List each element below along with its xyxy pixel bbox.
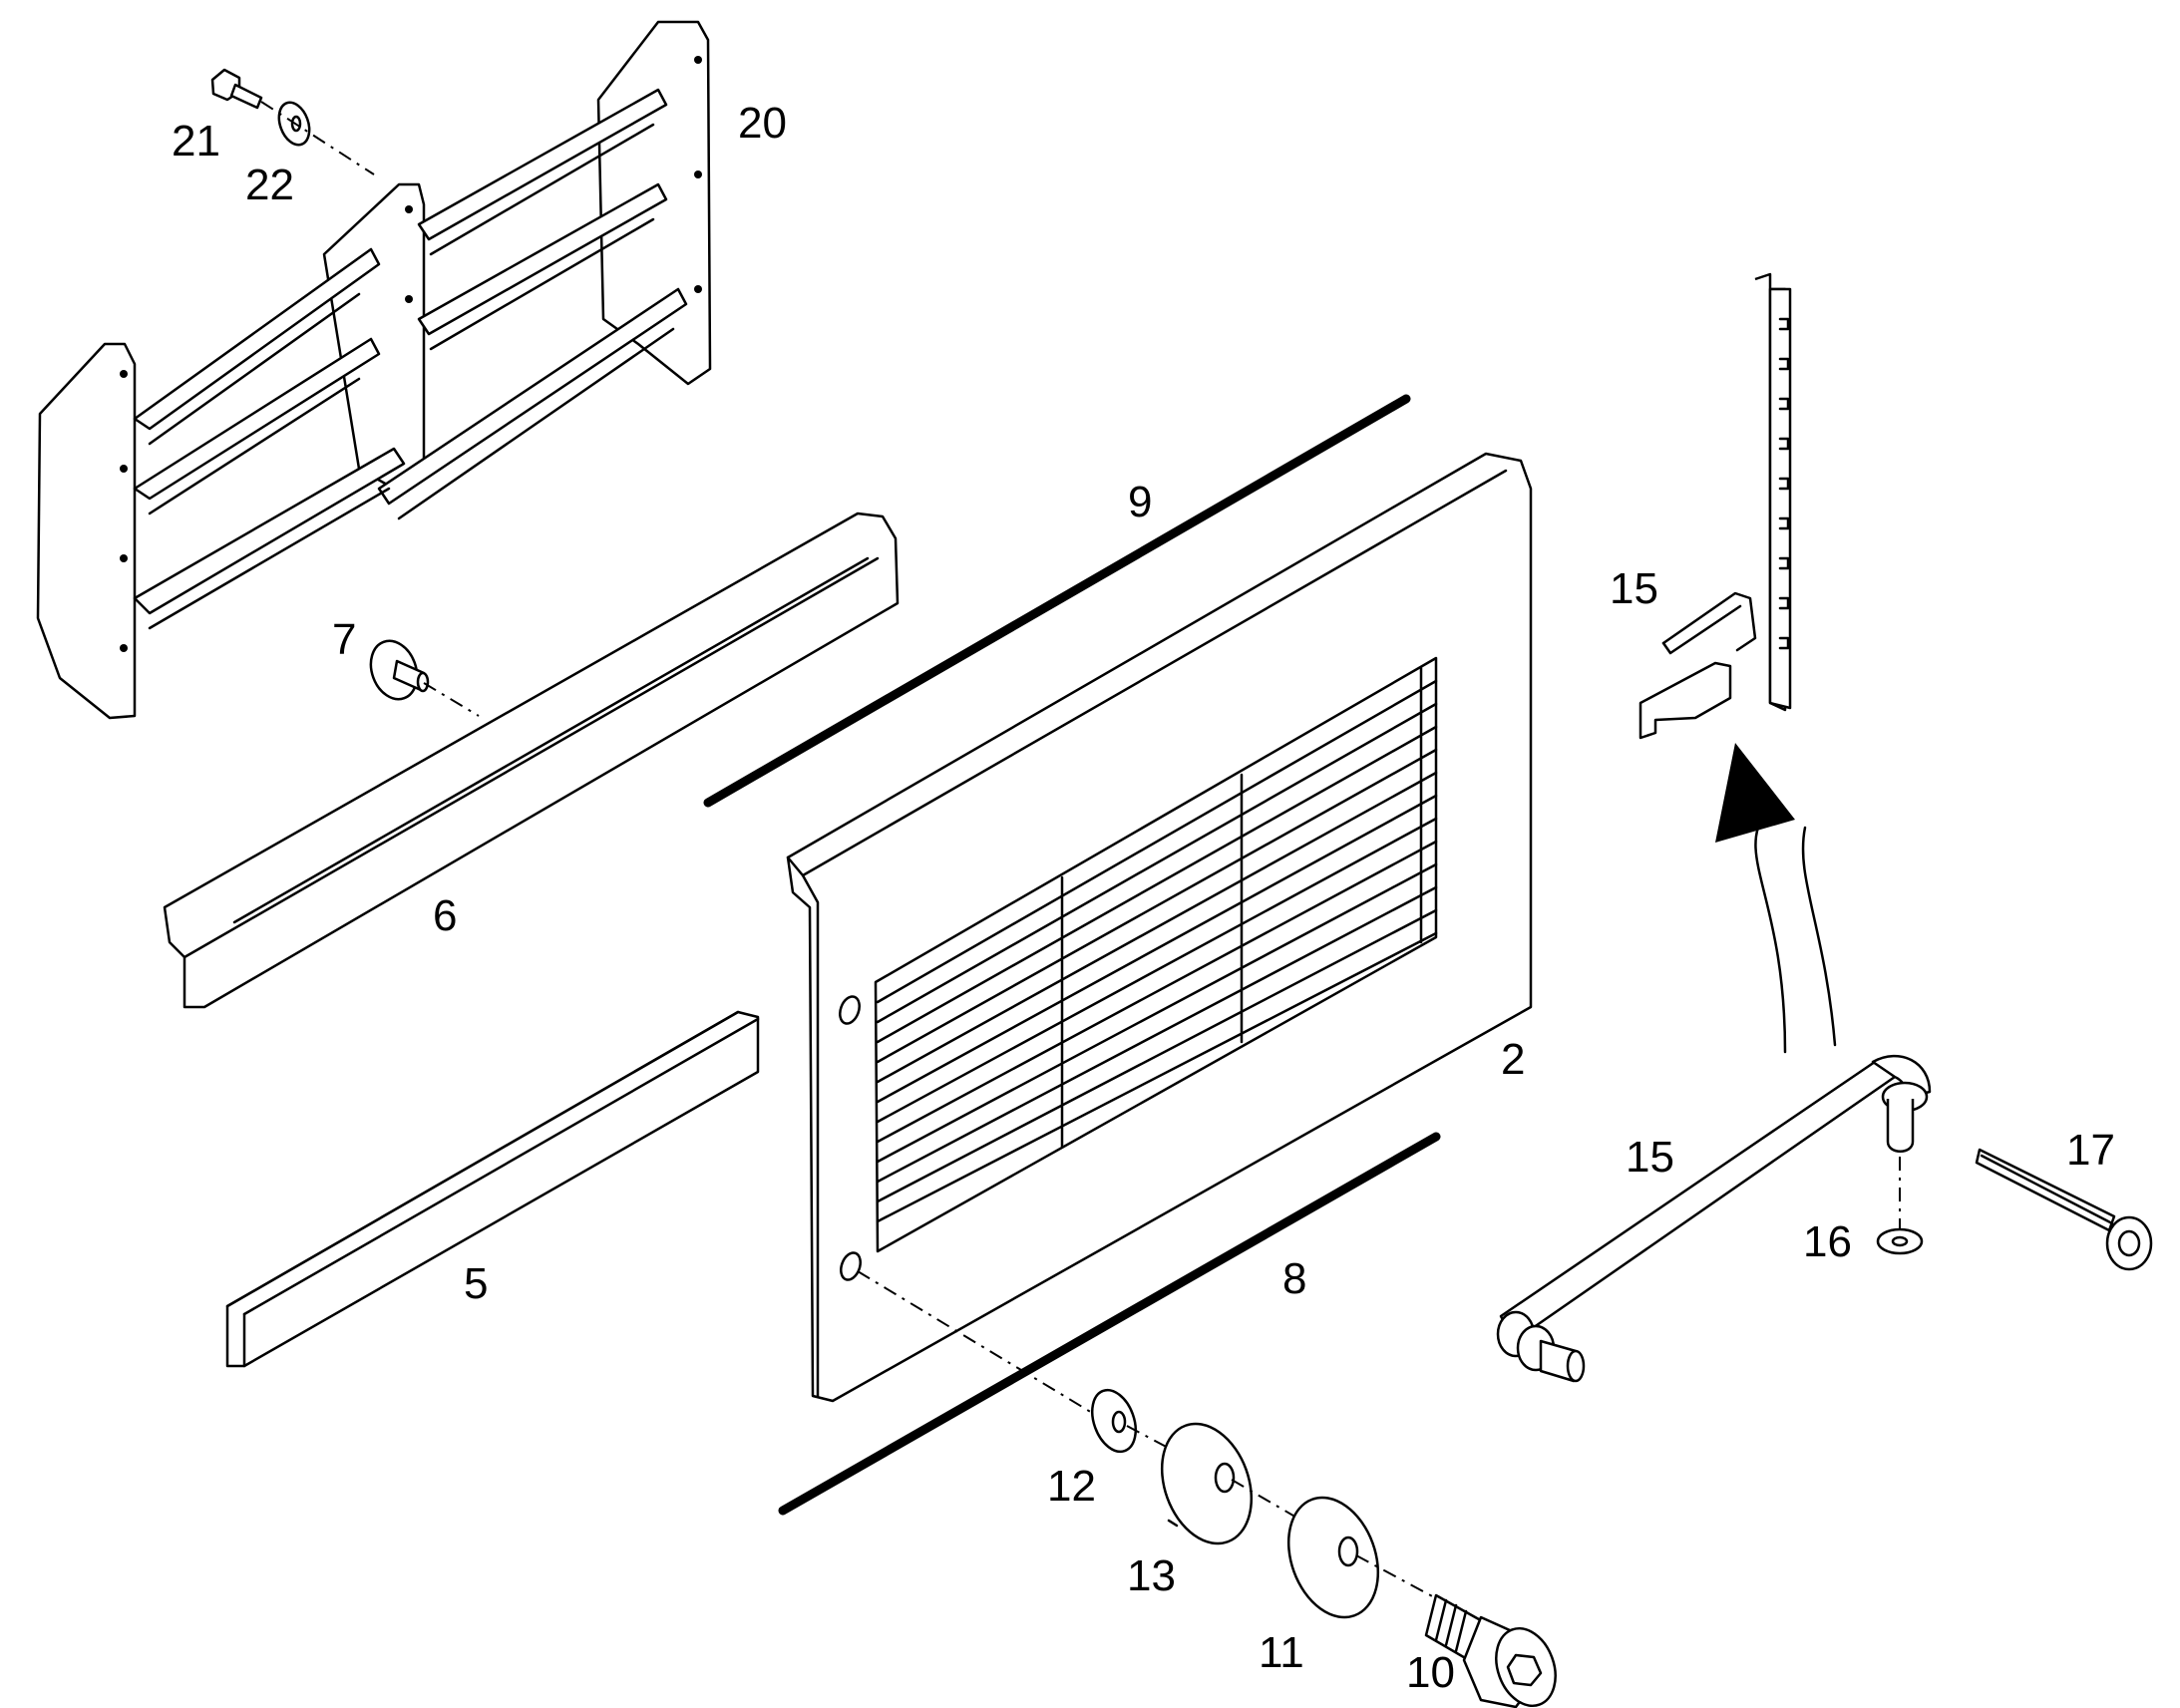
part-label-12: 12	[1047, 1462, 1096, 1511]
part-label-15-bottom: 15	[1626, 1133, 1674, 1182]
part-label-17: 17	[2066, 1126, 2115, 1175]
part-label-20: 20	[738, 99, 787, 148]
seal-strip-part-8	[778, 1132, 1441, 1516]
part-label-13: 13	[1127, 1551, 1176, 1600]
part-label-6: 6	[433, 891, 457, 940]
part-label-15-top: 15	[1610, 564, 1658, 613]
part-label-2: 2	[1501, 1035, 1525, 1084]
socket-screw-part-10	[1424, 1593, 1557, 1708]
seal-strip-part-9	[703, 394, 1411, 808]
part-label-10: 10	[1406, 1648, 1455, 1697]
part-label-21: 21	[172, 117, 220, 166]
washer-part-16	[1876, 1227, 1924, 1255]
grille-panel-part-2	[786, 452, 1533, 1403]
part-label-16: 16	[1803, 1217, 1852, 1266]
part-label-7: 7	[332, 615, 356, 664]
split-pin-part-17	[1975, 1148, 2153, 1271]
washer-part-11	[1286, 1496, 1380, 1619]
latch-rail-part-15-top	[1638, 272, 1792, 740]
part-label-5: 5	[464, 1259, 488, 1308]
assembly-arrow	[1715, 743, 1837, 1054]
part-label-22: 22	[245, 161, 294, 209]
bolt-part-21	[210, 68, 263, 110]
cover-profile-part-6	[163, 512, 900, 1009]
bar-part-5	[225, 1010, 760, 1368]
crank-handle-part-15-bottom	[1496, 1054, 1932, 1383]
part-label-8: 8	[1282, 1254, 1306, 1303]
washer-part-12	[1091, 1388, 1137, 1454]
rack-frame-part-20	[36, 20, 712, 720]
washer-part-13	[1160, 1422, 1254, 1545]
part-label-9: 9	[1128, 478, 1152, 526]
part-label-11: 11	[1259, 1628, 1304, 1677]
pin-part-7	[369, 639, 430, 701]
